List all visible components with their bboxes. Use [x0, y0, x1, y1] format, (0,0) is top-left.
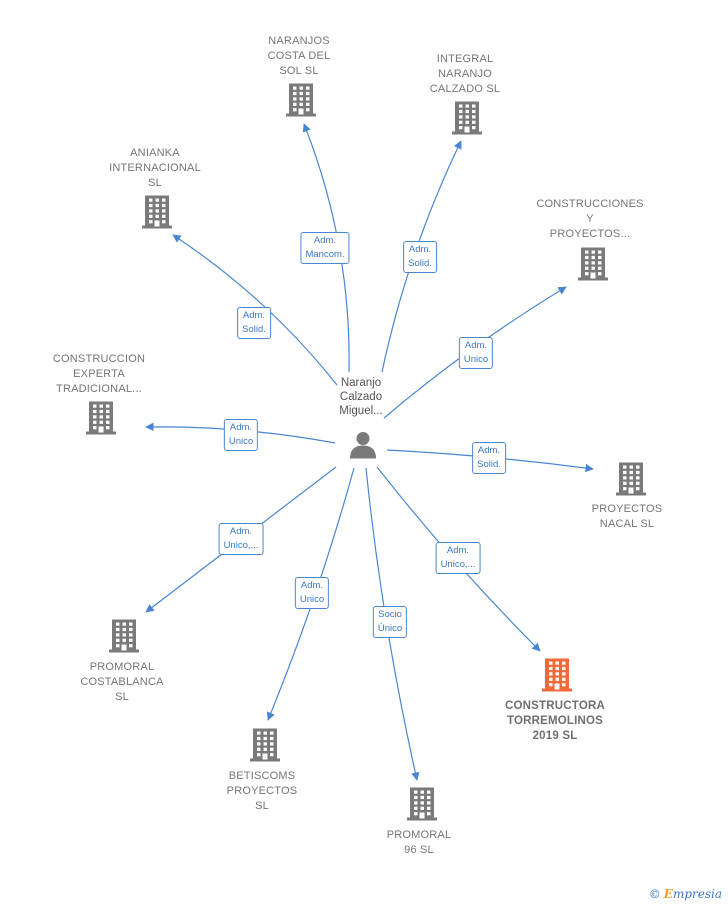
building-icon[interactable] [142, 195, 172, 234]
role-badge-naranjos[interactable]: Adm. Mancom. [300, 232, 350, 264]
role-badge-experta[interactable]: Adm. Unico [223, 419, 259, 451]
company-label-naranjos[interactable]: NARANJOS COSTA DEL SOL SL [267, 35, 331, 77]
building-icon[interactable] [578, 247, 608, 286]
company-label-costablanca[interactable]: PROMORAL COSTABLANCA SL [80, 661, 164, 703]
company-label-experta[interactable]: CONSTRUCCION EXPERTA TRADICIONAL... [52, 353, 146, 395]
role-badge-promoral96[interactable]: Socio Único [372, 606, 408, 638]
building-icon[interactable] [286, 83, 316, 122]
building-icon[interactable] [407, 787, 437, 826]
footer-brand: ©Empresia [649, 887, 722, 901]
company-label-anianka[interactable]: ANIANKA INTERNACIONAL SL [109, 147, 201, 189]
building-icon[interactable] [109, 619, 139, 658]
role-badge-betiscoms[interactable]: Adm. Unico [294, 577, 330, 609]
company-label-construcciones[interactable]: CONSTRUCCIONES Y PROYECTOS... [536, 198, 644, 240]
company-label-betiscoms[interactable]: BETISCOMS PROYECTOS SL [226, 770, 298, 812]
role-badge-integral[interactable]: Adm. Solid. [403, 241, 437, 273]
company-label-torremolinos[interactable]: CONSTRUCTORA TORREMOLINOS 2019 SL [505, 700, 605, 742]
role-badge-anianka[interactable]: Adm. Solid. [237, 307, 271, 339]
role-badge-nacal[interactable]: Adm. Solid. [472, 442, 506, 474]
center-person-label[interactable]: Naranjo Calzado Miguel... [339, 377, 383, 417]
role-badge-costablanca[interactable]: Adm. Unico,... [218, 523, 264, 555]
building-icon[interactable] [542, 658, 572, 697]
company-label-promoral96[interactable]: PROMORAL 96 SL [386, 829, 452, 856]
building-icon[interactable] [250, 728, 280, 767]
edge-anianka [172, 234, 338, 386]
role-badge-torremolinos[interactable]: Adm. Unico,... [435, 542, 481, 574]
building-icon[interactable] [86, 401, 116, 440]
copyright-icon: © [648, 887, 661, 901]
company-label-integral[interactable]: INTEGRAL NARANJO CALZADO SL [429, 53, 501, 95]
person-icon[interactable] [348, 430, 378, 465]
role-badge-construcciones[interactable]: Adm. Unico [458, 337, 494, 369]
company-label-nacal[interactable]: PROYECTOS NACAL SL [591, 503, 663, 530]
brand-name: mpresia [672, 887, 722, 901]
brand-initial: E [663, 887, 673, 901]
building-icon[interactable] [616, 462, 646, 501]
building-icon[interactable] [452, 101, 482, 140]
